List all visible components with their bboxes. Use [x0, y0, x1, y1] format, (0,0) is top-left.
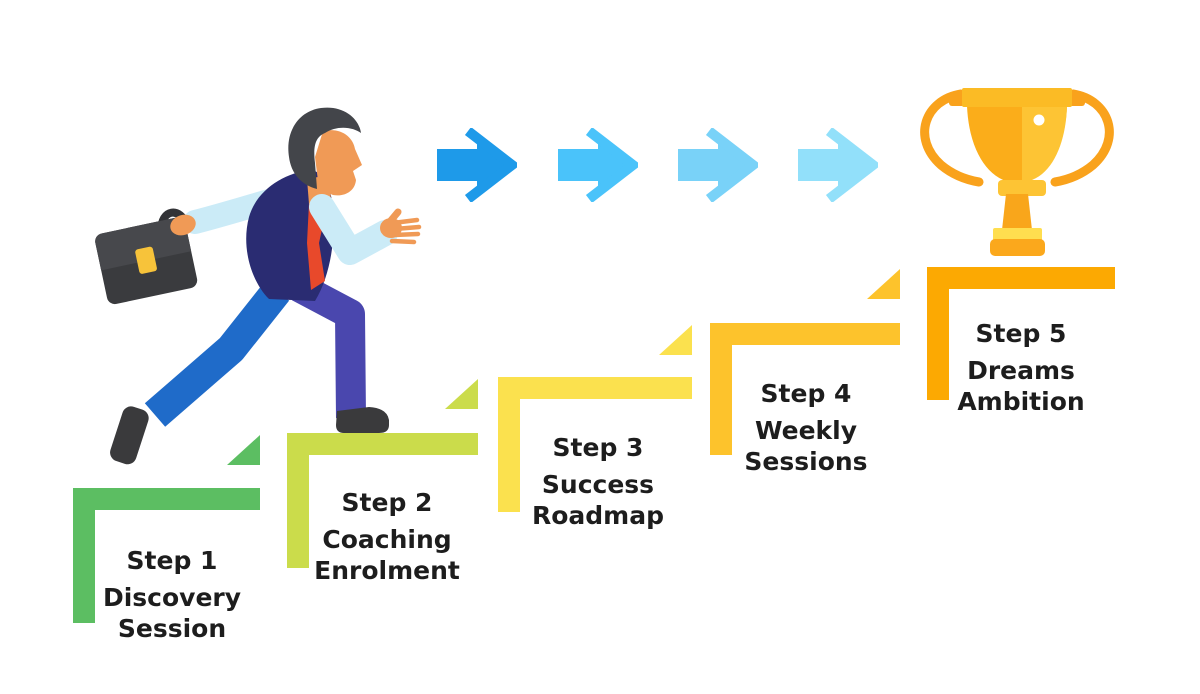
step-2-horizontal-bar — [287, 433, 478, 455]
right-arrow-icon — [558, 128, 638, 202]
runner-front-hand — [380, 208, 422, 245]
step-5-name-line: Dreams — [967, 356, 1075, 385]
trophy-glint — [1033, 114, 1045, 126]
runner-hair — [288, 107, 361, 189]
runner-face — [315, 130, 362, 196]
step-4-name-line: Sessions — [744, 447, 868, 476]
step-3-name-line: Success — [541, 470, 655, 499]
trophy-stem — [1002, 194, 1032, 230]
step-4-vertical-bar — [710, 323, 732, 455]
trophy-collar — [998, 180, 1046, 196]
step-3-corner-triangle — [659, 325, 692, 355]
trophy-left-handle — [920, 89, 984, 187]
trophy-icon — [920, 88, 1114, 256]
runner-back-leg — [144, 281, 290, 427]
step-2-vertical-bar — [287, 433, 309, 568]
step-1-vertical-bar — [73, 488, 95, 623]
briefcase-flap — [95, 217, 192, 271]
trophy-base — [990, 239, 1045, 256]
runner-back-hand — [170, 214, 196, 236]
step-4-label: Step 4 — [760, 379, 852, 408]
step-1-label: Step 1 — [126, 546, 218, 575]
step-2-name-line: Enrolment — [314, 556, 460, 585]
runner-front-shoe — [336, 407, 389, 433]
step-5-vertical-bar — [927, 267, 949, 400]
trophy-rim — [962, 88, 1072, 107]
trophy-right-handle — [1050, 89, 1114, 187]
right-arrow-icon — [798, 128, 878, 202]
right-arrow-icon — [437, 128, 517, 202]
right-arrow-icon — [678, 128, 758, 202]
step-2-corner-triangle — [445, 379, 478, 409]
briefcase-icon — [95, 208, 198, 305]
step-3-label: Step 3 — [552, 433, 644, 462]
step-5-name-line: Ambition — [957, 387, 1085, 416]
runner-front-leg — [291, 273, 366, 419]
step-4-corner-triangle — [867, 269, 900, 299]
step-2-label: Step 2 — [341, 488, 433, 517]
step-3-horizontal-bar — [498, 377, 692, 399]
step-3-vertical-bar — [498, 377, 520, 512]
step-5-label: Step 5 — [975, 319, 1067, 348]
briefcase-clasp — [135, 246, 157, 274]
trophy-bowl-highlight — [1022, 106, 1067, 183]
step-1-name-line: Discovery — [102, 583, 242, 612]
step-1-horizontal-bar — [73, 488, 260, 510]
runner-front-arm — [309, 194, 398, 265]
step-1-name-line: Session — [117, 614, 227, 643]
step-4-horizontal-bar — [710, 323, 900, 345]
runner-back-shoe — [110, 406, 149, 465]
step-3-name-line: Roadmap — [531, 501, 664, 530]
step-2-name-line: Coaching — [322, 525, 452, 554]
running-businessman-illustration — [95, 107, 422, 465]
trophy-base-strip — [993, 228, 1042, 241]
step-4-name-line: Weekly — [754, 416, 858, 445]
step-5-horizontal-bar — [927, 267, 1115, 289]
